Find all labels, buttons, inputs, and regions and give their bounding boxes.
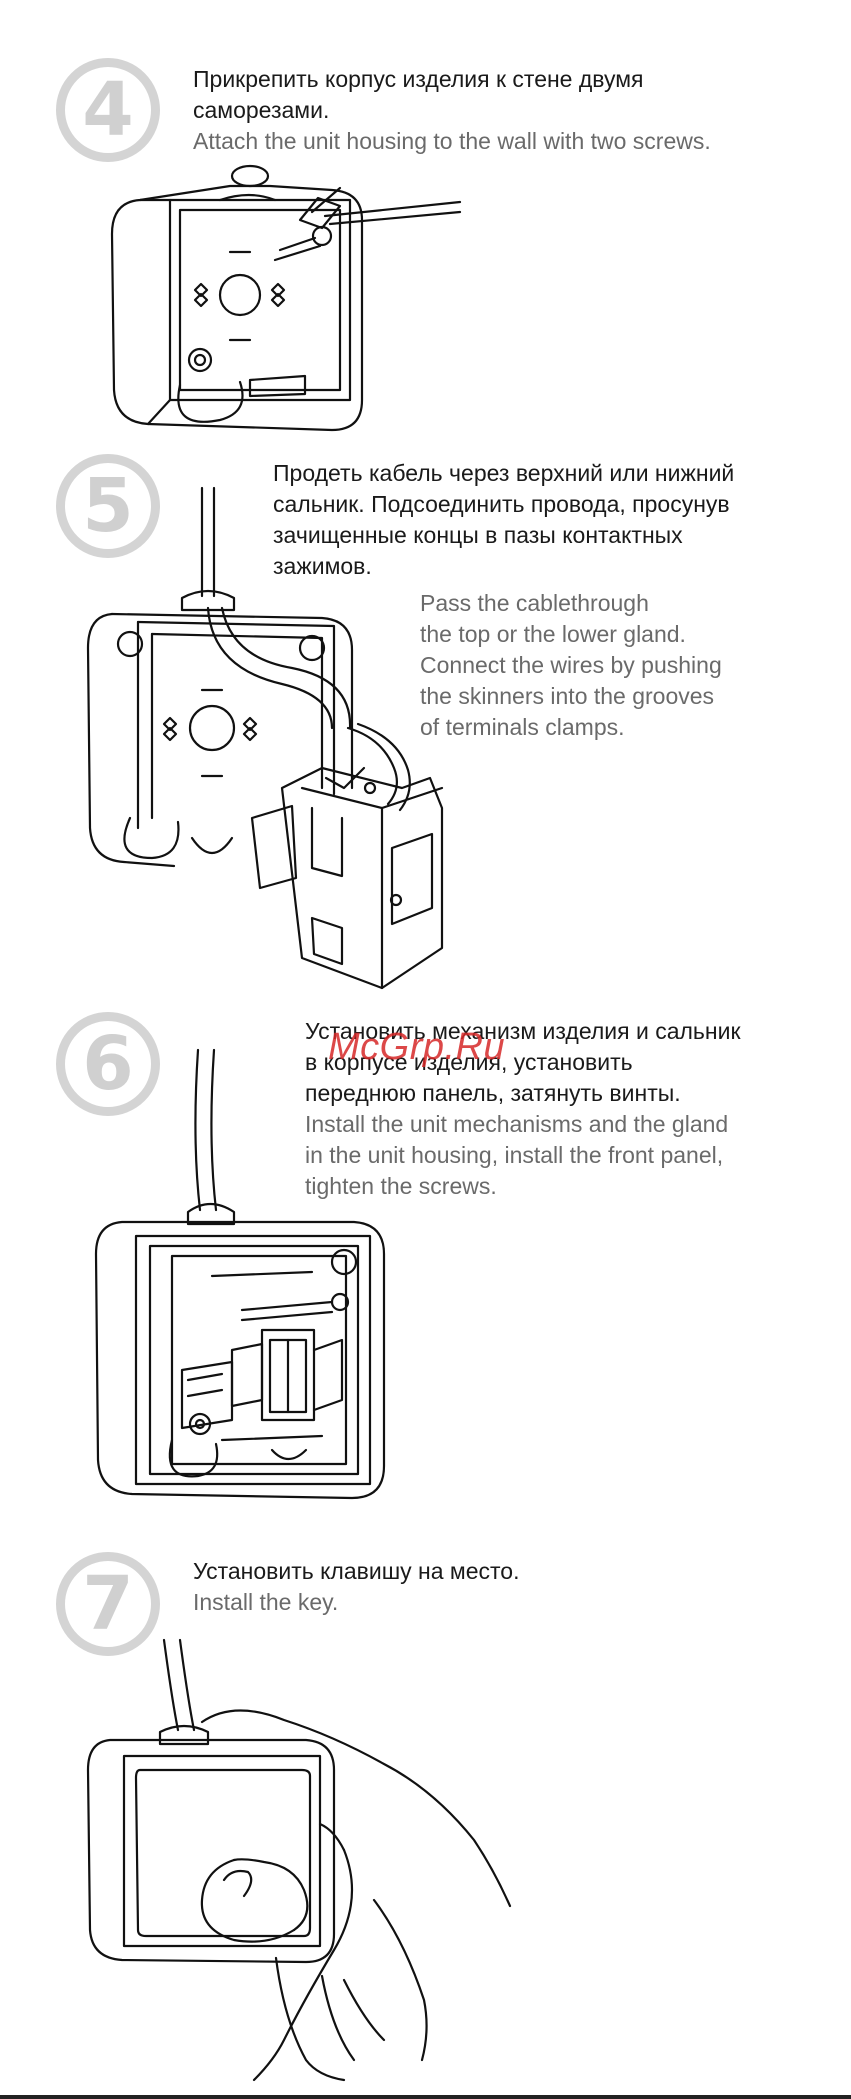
step-4-ru-line-1: Прикрепить корпус изделия к стене двумя [193, 66, 644, 92]
step-6-ru-line-3: переднюю панель, затянуть винты. [305, 1080, 681, 1106]
step-5-en-line-4: the skinners into the grooves [420, 683, 715, 709]
step-5-ru-line-2: сальник. Подсоединить провода, просунув [273, 491, 730, 517]
step-4-en-line-1: Attach the unit housing to the wall with… [193, 128, 711, 154]
step-5-ru-line-1: Продеть кабель через верхний или нижний [273, 460, 735, 486]
step-5-number-badge: 5 [56, 454, 160, 558]
step-4-text: Прикрепить корпус изделия к стене двумя … [193, 64, 711, 157]
step-7-en-line-1: Install the key. [193, 1589, 339, 1615]
step-6-text: Установить механизм изделия и сальник в … [305, 1016, 741, 1202]
bottom-rule [0, 2095, 851, 2099]
step-4-ru-line-2: саморезами. [193, 97, 330, 123]
watermark: McGrp.Ru [328, 1026, 506, 1068]
step-5-ru-line-4: зажимов. [273, 553, 372, 579]
step-5-en-text: Pass the cablethrough the top or the low… [420, 588, 722, 743]
step-6-en-line-1: Install the unit mechanisms and the glan… [305, 1111, 729, 1137]
step-5-en-line-1: Pass the cablethrough [420, 590, 649, 616]
step-7-ru-line-1: Установить клавишу на место. [193, 1558, 520, 1584]
step-7-text: Установить клавишу на место. Install the… [193, 1556, 520, 1618]
step-5-illustration-wiring [82, 488, 472, 988]
step-4-number-badge: 4 [56, 58, 160, 162]
step-6-en-line-2: in the unit housing, install the front p… [305, 1142, 724, 1168]
step-7-number-badge: 7 [56, 1552, 160, 1656]
step-6-number-badge: 6 [56, 1012, 160, 1116]
step-5-en-line-3: Connect the wires by pushing [420, 652, 722, 678]
step-6-ru-line-1: Установить механизм изделия и сальник [305, 1018, 741, 1044]
step-5-en-line-2: the top or the lower gland. [420, 621, 686, 647]
step-6-illustration-mechanism-installed [92, 1040, 412, 1510]
step-6-en-line-3: tighten the screws. [305, 1173, 497, 1199]
step-5-ru-text: Продеть кабель через верхний или нижний … [273, 458, 734, 582]
step-6-ru-line-2: в корпусе изделия, установить [305, 1049, 633, 1075]
step-5-en-line-5: of terminals clamps. [420, 714, 625, 740]
step-4-illustration-housing-screwdriver [100, 150, 480, 440]
step-5-ru-line-3: зачищенные концы в пазы контактных [273, 522, 683, 548]
step-7-illustration-key-install-hand [84, 1640, 544, 2080]
